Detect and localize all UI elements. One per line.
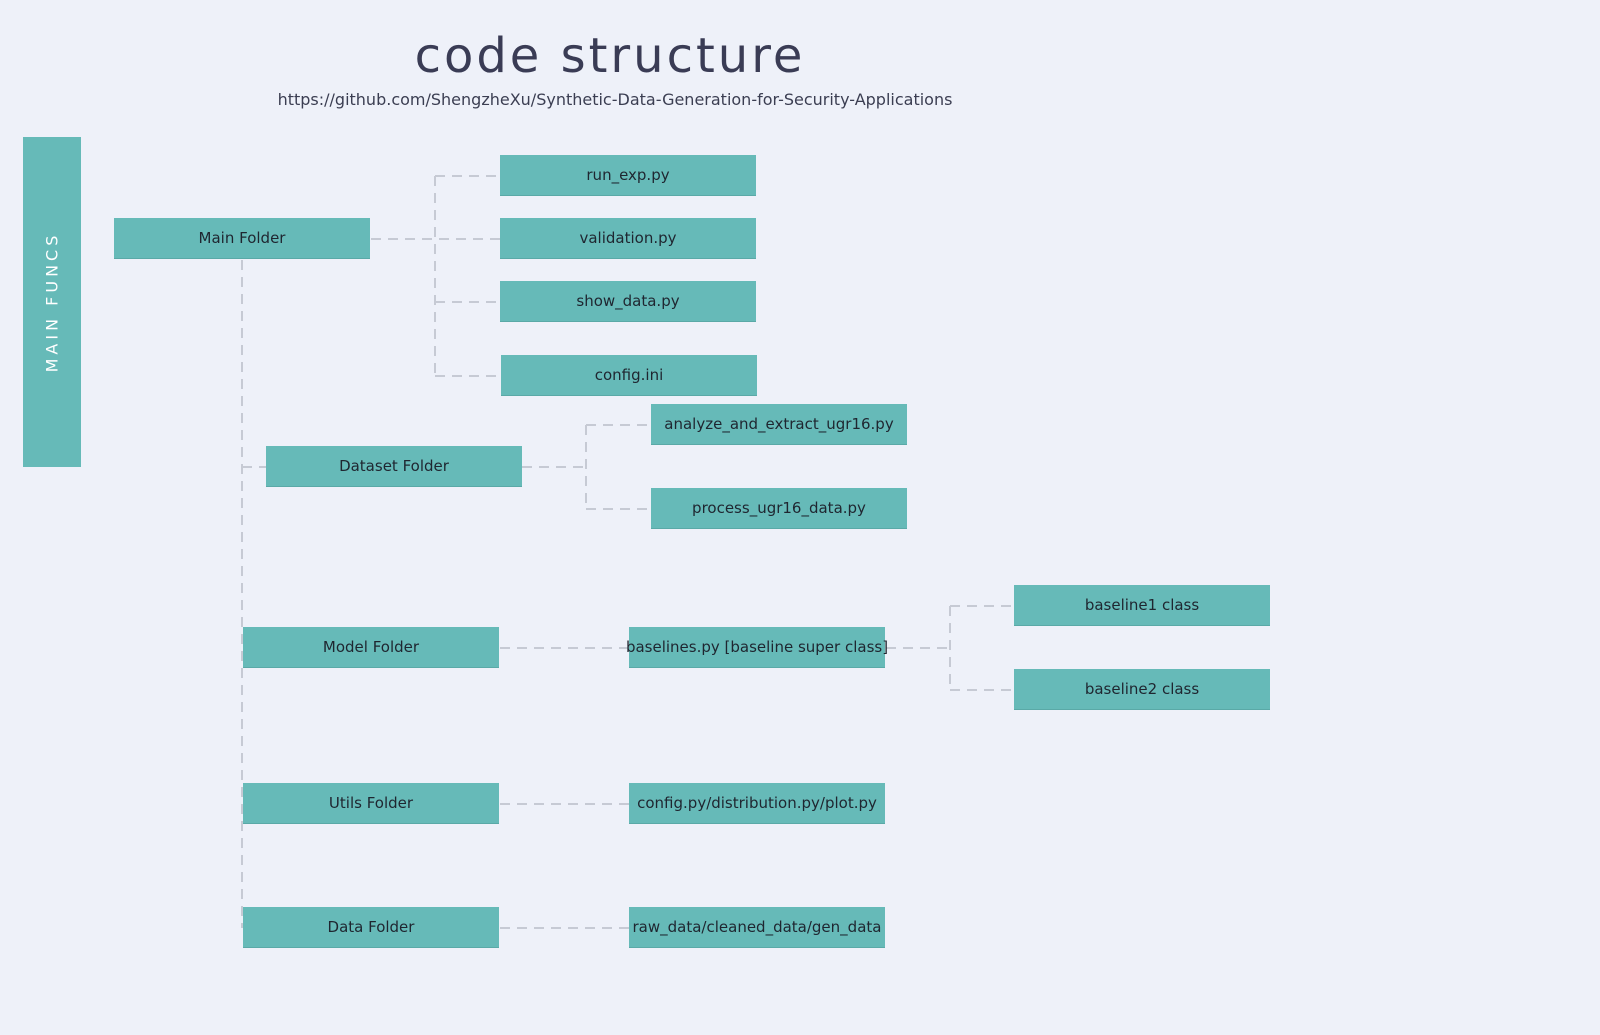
process-ugr16-node[interactable]: process_ugr16_data.py: [651, 488, 907, 529]
dataset-folder-node[interactable]: Dataset Folder: [266, 446, 522, 487]
config-ini-node[interactable]: config.ini: [501, 355, 757, 396]
utils-files-node[interactable]: config.py/distribution.py/plot.py: [629, 783, 885, 824]
baseline2-node[interactable]: baseline2 class: [1014, 669, 1270, 710]
data-dirs-node[interactable]: raw_data/cleaned_data/gen_data: [629, 907, 885, 948]
model-folder-node[interactable]: Model Folder: [243, 627, 499, 668]
analyze-extract-node[interactable]: analyze_and_extract_ugr16.py: [651, 404, 907, 445]
baseline1-node[interactable]: baseline1 class: [1014, 585, 1270, 626]
main-folder-node[interactable]: Main Folder: [114, 218, 370, 259]
repo-url[interactable]: https://github.com/ShengzheXu/Synthetic-…: [277, 90, 953, 109]
data-folder-node[interactable]: Data Folder: [243, 907, 499, 948]
run-exp-node[interactable]: run_exp.py: [500, 155, 756, 196]
utils-folder-node[interactable]: Utils Folder: [243, 783, 499, 824]
validation-node[interactable]: validation.py: [500, 218, 756, 259]
show-data-node[interactable]: show_data.py: [500, 281, 756, 322]
page-title: CODE STRUCTURE: [414, 28, 806, 84]
baselines-node[interactable]: baselines.py [baseline super class]: [626, 627, 888, 668]
sidebar-main-funcs: MAIN FUNCS: [23, 137, 81, 467]
